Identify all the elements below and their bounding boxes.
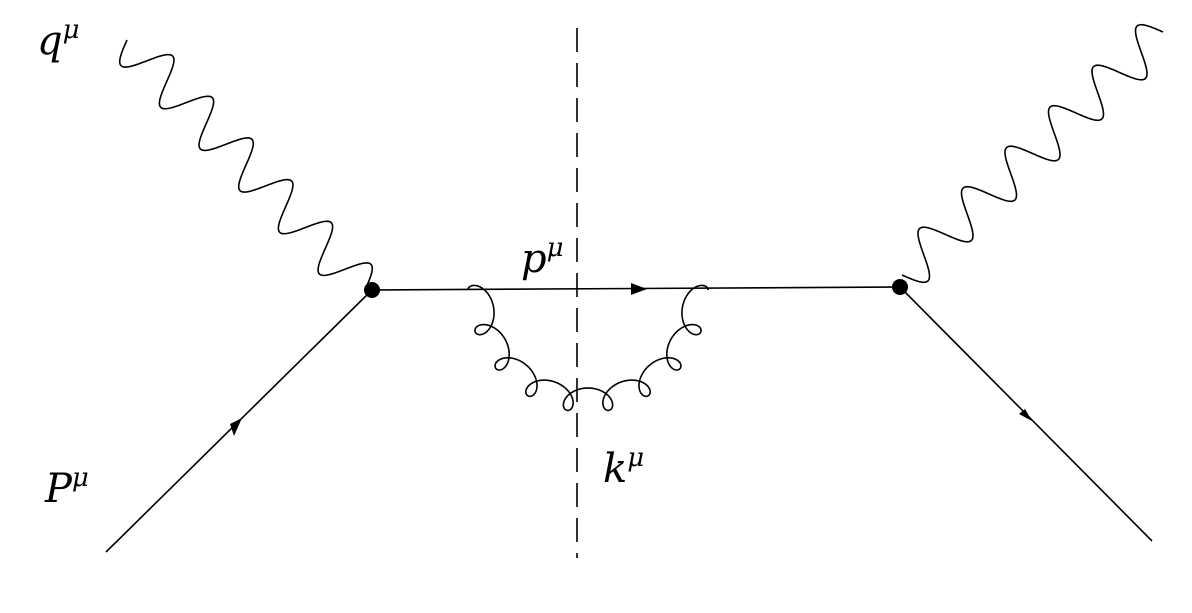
right-vertex — [892, 279, 908, 295]
incoming-photon-line — [118, 39, 374, 291]
incoming-quark-arrow — [230, 418, 242, 436]
label-q: qμ — [37, 15, 80, 64]
propagator-arrow — [631, 283, 647, 295]
left-vertex — [364, 282, 380, 298]
outgoing-photon-line — [901, 23, 1164, 284]
outgoing-quark-arrow — [1019, 409, 1032, 421]
label-k: kμ — [603, 443, 644, 492]
label-p: pμ — [521, 233, 564, 282]
gluon-loop — [467, 284, 709, 412]
label-P: Pμ — [44, 463, 89, 512]
